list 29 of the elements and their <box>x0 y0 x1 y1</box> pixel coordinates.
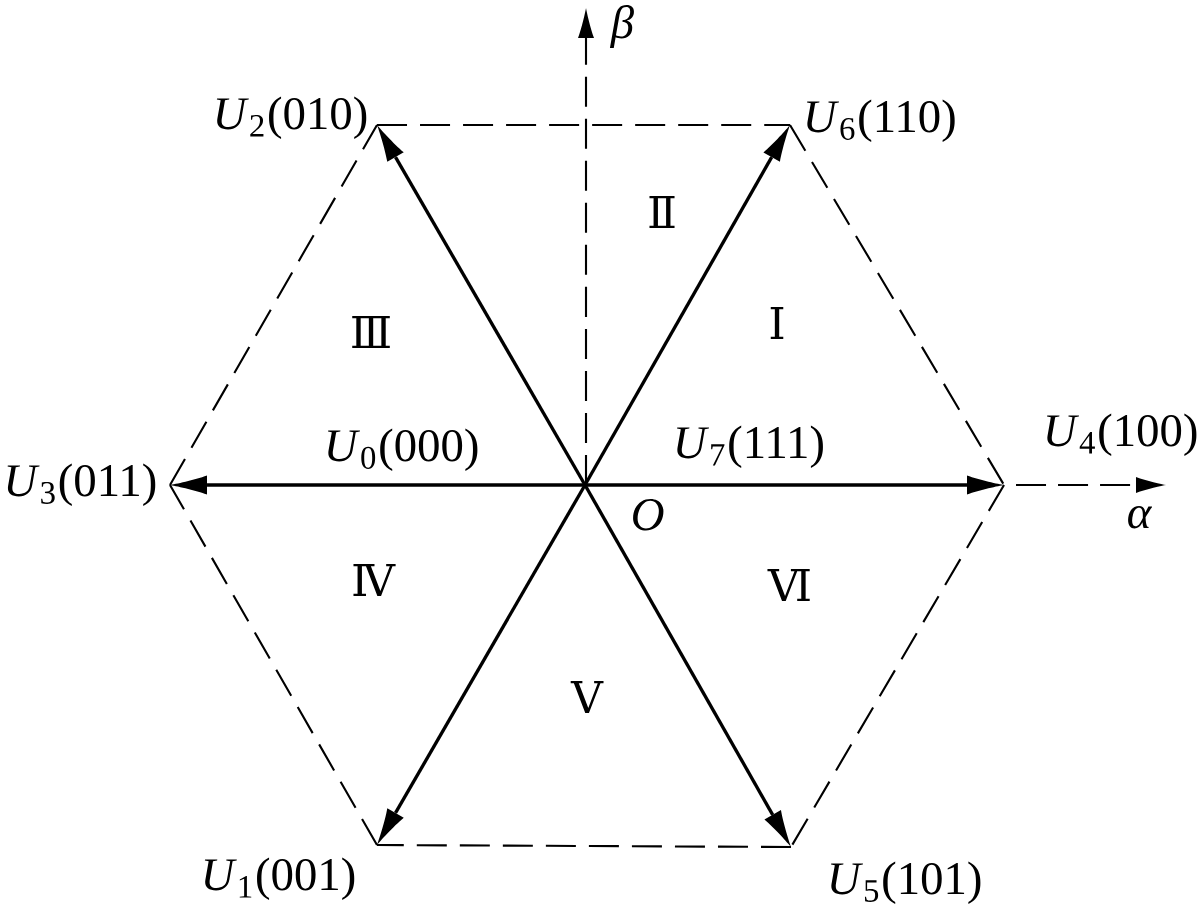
hexagon-side <box>169 124 378 486</box>
vector-arrow <box>377 125 587 486</box>
vertex-label: U$_{3}$(011) <box>7 463 156 506</box>
vector-arrow <box>585 475 1004 495</box>
sector-number: Ⅱ <box>649 195 675 228</box>
vector-arrow <box>377 484 587 845</box>
hexagon-side <box>790 484 1005 848</box>
vector-label: U$_{7}$(111) <box>677 425 823 468</box>
sector-number: Ⅰ <box>770 306 784 339</box>
vector-arrow <box>583 125 790 486</box>
sector-number: Ⅴ <box>570 680 604 713</box>
vertex-label: U$_{5}$(101) <box>831 861 981 904</box>
sector-number: Ⅲ <box>352 315 390 348</box>
vertex-label: U$_{6}$(110) <box>807 99 955 142</box>
hexagon-side <box>789 124 1005 486</box>
hexagon-side <box>377 123 790 127</box>
axis-label: α <box>1128 505 1153 529</box>
axis-label: β <box>609 5 634 48</box>
vector-label: U$_{0}$(000) <box>328 428 478 471</box>
vertex-label: U$_{1}$(001) <box>204 857 355 900</box>
vertex-label: U$_{4}$(100) <box>1047 413 1197 456</box>
vector-arrow <box>583 484 791 847</box>
sector-number: Ⅳ <box>353 563 396 596</box>
sector-number: Ⅵ <box>767 568 810 601</box>
hexagon-side <box>169 484 378 846</box>
vertex-label: U$_{2}$(010) <box>216 96 367 139</box>
hexagon-side <box>377 843 791 849</box>
vector-arrow <box>170 475 585 495</box>
origin-label: O <box>633 499 664 531</box>
